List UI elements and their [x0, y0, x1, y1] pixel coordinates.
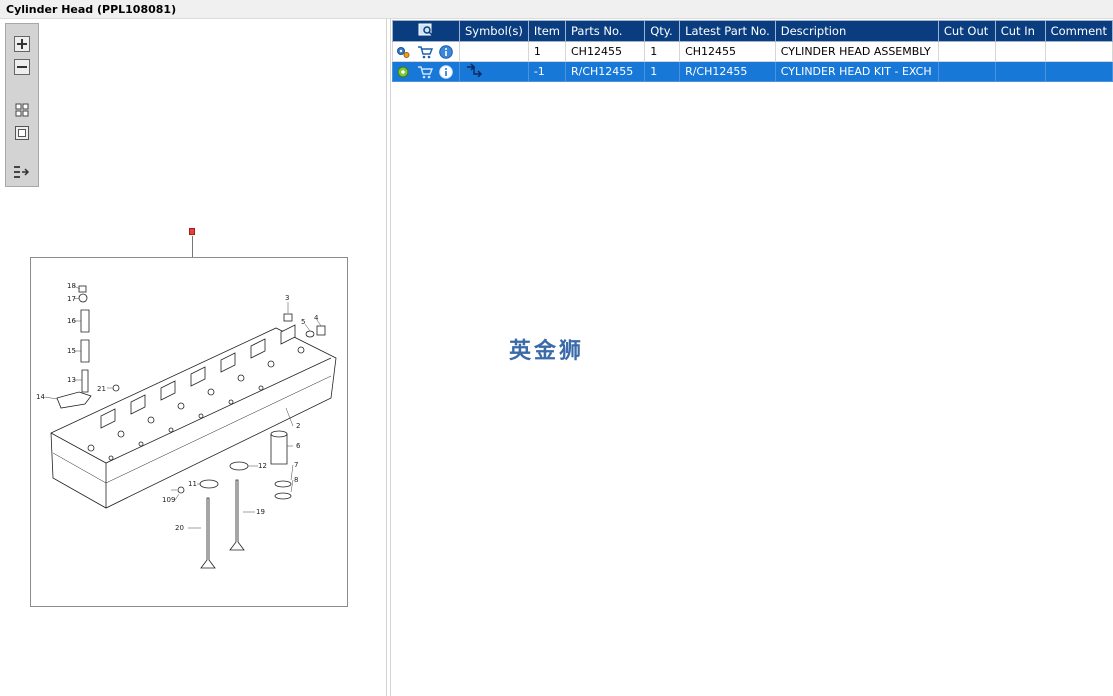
cell-qty: 1: [644, 41, 681, 62]
column-header-symbols[interactable]: Symbol(s): [459, 20, 529, 42]
cell-symbols: [459, 41, 529, 62]
callout-13: 13: [67, 376, 76, 384]
zoom-out-icon: [14, 59, 30, 75]
cell-latest-part-no: CH12455: [679, 41, 776, 62]
navigate-list-button[interactable]: [13, 164, 31, 180]
callout-4: 4: [314, 314, 319, 322]
cell-cut-out: [937, 61, 996, 82]
callout-2: 2: [296, 422, 300, 430]
valve-spring-15: [80, 339, 90, 363]
kit-gear-icon[interactable]: [396, 65, 410, 79]
sleeve-6: [270, 433, 288, 465]
column-header-comment[interactable]: Comment: [1044, 20, 1113, 42]
callout-8: 8: [294, 476, 298, 484]
callout-6: 6: [296, 442, 301, 450]
cell-comment: [1044, 61, 1113, 82]
cell-item: -1: [527, 61, 567, 82]
zoom-in-button[interactable]: [13, 36, 31, 52]
column-header-qty[interactable]: Qty.: [644, 20, 681, 42]
callout-11: 11: [188, 480, 197, 488]
hotspot-marker[interactable]: [189, 228, 195, 235]
callout-17: 17: [67, 295, 76, 303]
valve-20: [200, 497, 216, 569]
table-row[interactable]: 1 CH12455 1 CH12455 CYLINDER HEAD ASSEMB…: [392, 41, 1113, 62]
valve-guide-13: [81, 369, 89, 393]
column-header-latest-part-no[interactable]: Latest Part No.: [679, 20, 776, 42]
cell-parts-no: R/CH12455: [564, 61, 646, 82]
callout-16: 16: [67, 317, 76, 325]
callout-21: 21: [97, 385, 106, 393]
actual-size-button[interactable]: [13, 125, 31, 141]
fit-grid-icon: [15, 103, 29, 117]
callout-14: 14: [36, 393, 45, 401]
valve-spring-16: [80, 309, 90, 333]
cell-description: CYLINDER HEAD KIT - EXCH: [774, 61, 939, 82]
column-header-description[interactable]: Description: [774, 20, 939, 42]
add-to-cart-icon[interactable]: [417, 45, 433, 59]
cell-qty: 1: [644, 61, 681, 82]
parts-table: Symbol(s) Item Parts No. Qty. Latest Par…: [392, 20, 1113, 82]
column-header-cut-out[interactable]: Cut Out: [937, 20, 996, 42]
cell-comment: [1044, 41, 1113, 62]
row-action-icons: [392, 61, 460, 82]
table-row-selected[interactable]: -1 R/CH12455 1 R/CH12455 CYLINDER HEAD K…: [392, 61, 1113, 82]
actual-size-icon: [15, 126, 29, 140]
viewer-toolbar: [5, 23, 39, 187]
marker-leader: [192, 236, 193, 257]
callout-12: 12: [258, 462, 267, 470]
column-header-item[interactable]: Item: [527, 20, 567, 42]
cell-description: CYLINDER HEAD ASSEMBLY: [774, 41, 939, 62]
callout-labels: 18 17 16 15 13 14 21 3 5 4 2 6 7 8 12 11…: [36, 282, 319, 532]
column-header-cut-in[interactable]: Cut In: [994, 20, 1046, 42]
zoom-in-icon: [14, 36, 30, 52]
info-icon[interactable]: [439, 64, 453, 79]
callout-20: 20: [175, 524, 184, 532]
table-header-row: Symbol(s) Item Parts No. Qty. Latest Par…: [392, 20, 1113, 42]
column-header-parts-no[interactable]: Parts No.: [564, 20, 646, 42]
callout-5: 5: [301, 318, 305, 326]
callout-18: 18: [67, 282, 76, 290]
exchange-arrow-icon[interactable]: [465, 63, 483, 80]
cell-cut-in: [994, 61, 1046, 82]
column-header-preview[interactable]: [392, 20, 460, 42]
callout-10: 10: [162, 496, 171, 504]
window-title: Cylinder Head (PPL108081): [0, 0, 1113, 19]
cell-cut-out: [937, 41, 996, 62]
valve-19: [229, 479, 245, 551]
watermark-text: 英金狮: [509, 339, 585, 364]
callout-3: 3: [285, 294, 289, 302]
callout-9: 9: [171, 496, 175, 504]
callout-19: 19: [256, 508, 265, 516]
cell-cut-in: [994, 41, 1046, 62]
row-action-icons: [392, 41, 460, 62]
parts-gears-icon[interactable]: [396, 45, 410, 59]
cylinder-head-illustration: 18 17 16 15 13 14 21 3 5 4 2 6 7 8 12 11…: [36, 282, 337, 569]
callout-7: 7: [294, 461, 298, 469]
fit-to-window-button[interactable]: [13, 102, 31, 118]
drawing-pane[interactable]: 18 17 16 15 13 14 21 3 5 4 2 6 7 8 12 11…: [0, 19, 387, 696]
zoom-out-button[interactable]: [13, 59, 31, 75]
bracket-14: [56, 391, 92, 409]
cell-parts-no: CH12455: [564, 41, 646, 62]
add-to-cart-icon[interactable]: [417, 65, 433, 79]
callout-15: 15: [67, 347, 76, 355]
cell-latest-part-no: R/CH12455: [679, 61, 776, 82]
cell-symbols: [459, 61, 529, 82]
cylinder-head-body: [50, 327, 337, 509]
navigate-list-icon: [14, 166, 30, 178]
exploded-drawing: 18 17 16 15 13 14 21 3 5 4 2 6 7 8 12 11…: [30, 257, 348, 607]
parts-list-pane: Symbol(s) Item Parts No. Qty. Latest Par…: [390, 19, 1113, 696]
info-icon[interactable]: [439, 44, 453, 59]
cell-item: 1: [527, 41, 567, 62]
preview-search-icon: [418, 23, 434, 37]
